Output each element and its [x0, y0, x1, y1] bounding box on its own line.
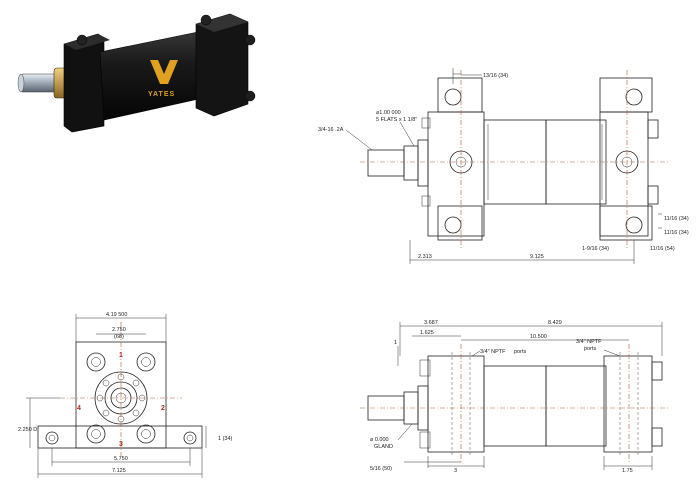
dim-right-a: 11/16 (34) [664, 216, 689, 222]
dim-small-v: 1 [394, 340, 397, 346]
port-number-4: 4 [77, 405, 81, 412]
dim-bottom-right: 1.75 [622, 468, 633, 474]
dim-rod-dia: ⌀1.00 000 [376, 110, 401, 116]
dim-thread: 3/4-16 .2A [318, 127, 344, 133]
dim-left-a: 3.687 [424, 320, 438, 326]
cylinder-photo: YATES [17, 13, 256, 133]
dim-bolt-space: 2.750 [112, 327, 126, 333]
dim-gland-dia: ⌀ 0.000 [370, 437, 389, 443]
dim-right-c: 11/16 (54) [650, 246, 675, 252]
dim-port-left-note: ports [514, 349, 526, 355]
port-number-2: 2 [161, 405, 165, 412]
yates-logo-icon [150, 60, 178, 84]
port-number-1: 1 [119, 352, 123, 359]
dim-bolt-space-mm: (68) [114, 334, 124, 340]
dim-port-right-note: ports [584, 346, 596, 352]
dim-bottom-mid-b: 3 [454, 468, 457, 474]
dim-bottom-mid: 1-9/16 (34) [582, 246, 609, 252]
dim-top-offset: 13/16 (34) [483, 73, 508, 79]
port-number-3: 3 [119, 441, 123, 448]
dim-overall: 9.125 [530, 254, 544, 260]
dim-width-top: 4.19 500 [106, 312, 127, 318]
dim-gland: GLAND [374, 444, 393, 450]
dim-left-b: 1.625 [420, 330, 434, 336]
side-view: 13/16 (34) ⌀1.00 000 5 FLATS x 1 1/8" 3/… [318, 68, 689, 264]
dim-base-outer: 7.125 [112, 468, 126, 474]
dim-height-left: 2.250 D [18, 427, 37, 433]
dim-right-b: 11/16 (34) [664, 230, 689, 236]
dim-overall-bottom: 8.429 [548, 320, 562, 326]
dim-foot: 1 (34) [218, 436, 233, 442]
dim-mid-bottom: 10.500 [530, 334, 547, 340]
end-view: 1 2 3 4 4.19 500 2.750 (68) 2.250 D 1 (3… [18, 312, 233, 478]
dim-bottom-left: 5/16 (50) [370, 466, 392, 472]
dim-port-left: 3/4" NPTF [480, 349, 506, 355]
dim-stroke-left: 2.313 [418, 254, 432, 260]
dim-base-inner: 5.750 [114, 456, 128, 462]
dim-port-right: 3/4" NPTF [576, 339, 602, 345]
dim-flats: 5 FLATS x 1 1/8" [376, 117, 417, 123]
brand-text: YATES [148, 91, 175, 98]
bottom-view: 3.687 8.429 1.625 10.500 3/4" NPTF ports… [360, 320, 668, 474]
